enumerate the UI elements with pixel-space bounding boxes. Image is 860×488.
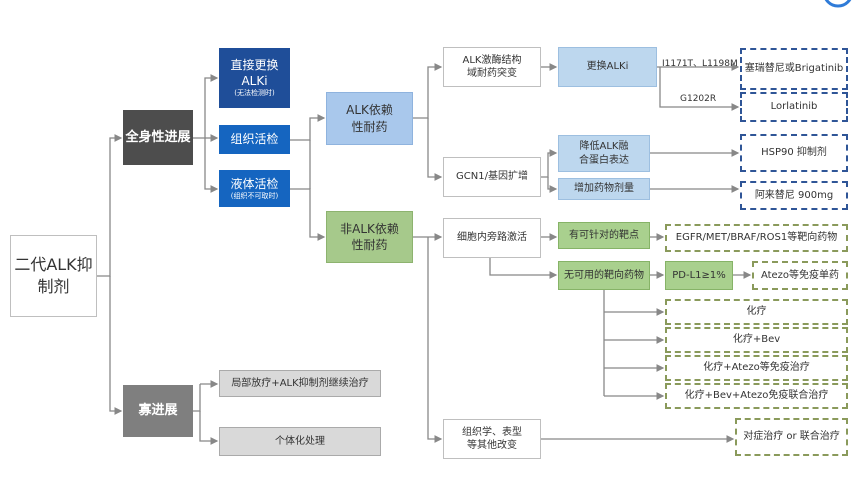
chemo-bev-atezo-node: 化疗+Bev+Atezo免疫联合治疗 [665,383,848,409]
histology-node: 组织学、表型等其他改变 [443,419,541,459]
individualized-node: 个体化处理 [219,427,381,456]
direct-switch-title: 直接更换ALKi [230,58,279,89]
chemo-bev-node: 化疗+Bev [665,327,848,353]
bypass-node: 细胞内旁路激活 [443,218,541,258]
alectinib-node: 阿来替尼 900mg [740,181,848,210]
alk-dependent-node: ALK依赖性耐药 [326,92,413,145]
direct-switch-note: (无法检测时) [234,89,275,98]
lorlatinib-node: Lorlatinib [740,92,848,122]
liquid-biopsy-title: 液体活检 [230,176,279,191]
gcn1-node: GCN1/基因扩增 [443,157,541,197]
chemo-atezo-node: 化疗+Atezo等免疫治疗 [665,355,848,381]
oligo-progression-node: 寡进展 [123,385,193,437]
liquid-biopsy-node: 液体活检(组织不可取时) [219,170,290,207]
egfr-node: EGFR/MET/BRAF/ROS1等靶向药物 [665,224,848,252]
mutation-label-1: I1171T、L1198M [662,59,738,69]
no-target-node: 无可用的靶向药物 [558,261,650,290]
ceritinib-node: 塞瑞替尼或Brigatinib [740,48,848,90]
chemo-node: 化疗 [665,299,848,325]
switch-alki-node: 更换ALKi [558,47,657,87]
non-alk-dependent-node: 非ALK依赖性耐药 [326,211,413,263]
reduce-fusion-node: 降低ALK融合蛋白表达 [558,135,650,172]
liquid-biopsy-note: (组织不可取时) [230,191,279,200]
mutation-label-2: G1202R [680,94,717,104]
tissue-biopsy-node: 组织活检 [219,125,290,154]
logo-fragment [824,0,852,8]
symptomatic-node: 对症治疗 or 联合治疗 [735,418,848,456]
atezo-node: Atezo等免疫单药 [752,261,848,290]
local-radiotherapy-node: 局部放疗+ALK抑制剂继续治疗 [219,370,381,397]
systemic-progression-node: 全身性进展 [123,110,193,165]
kinase-mutation-node: ALK激酶结构域耐药突变 [443,47,541,87]
increase-dose-node: 增加药物剂量 [558,178,650,200]
hsp90-node: HSP90 抑制剂 [740,134,848,172]
root-node: 二代ALK抑制剂 [10,235,97,317]
pdl1-node: PD-L1≥1% [665,261,733,290]
direct-switch-node: 直接更换ALKi(无法检测时) [219,48,290,108]
targetable-node: 有可针对的靶点 [558,222,650,249]
